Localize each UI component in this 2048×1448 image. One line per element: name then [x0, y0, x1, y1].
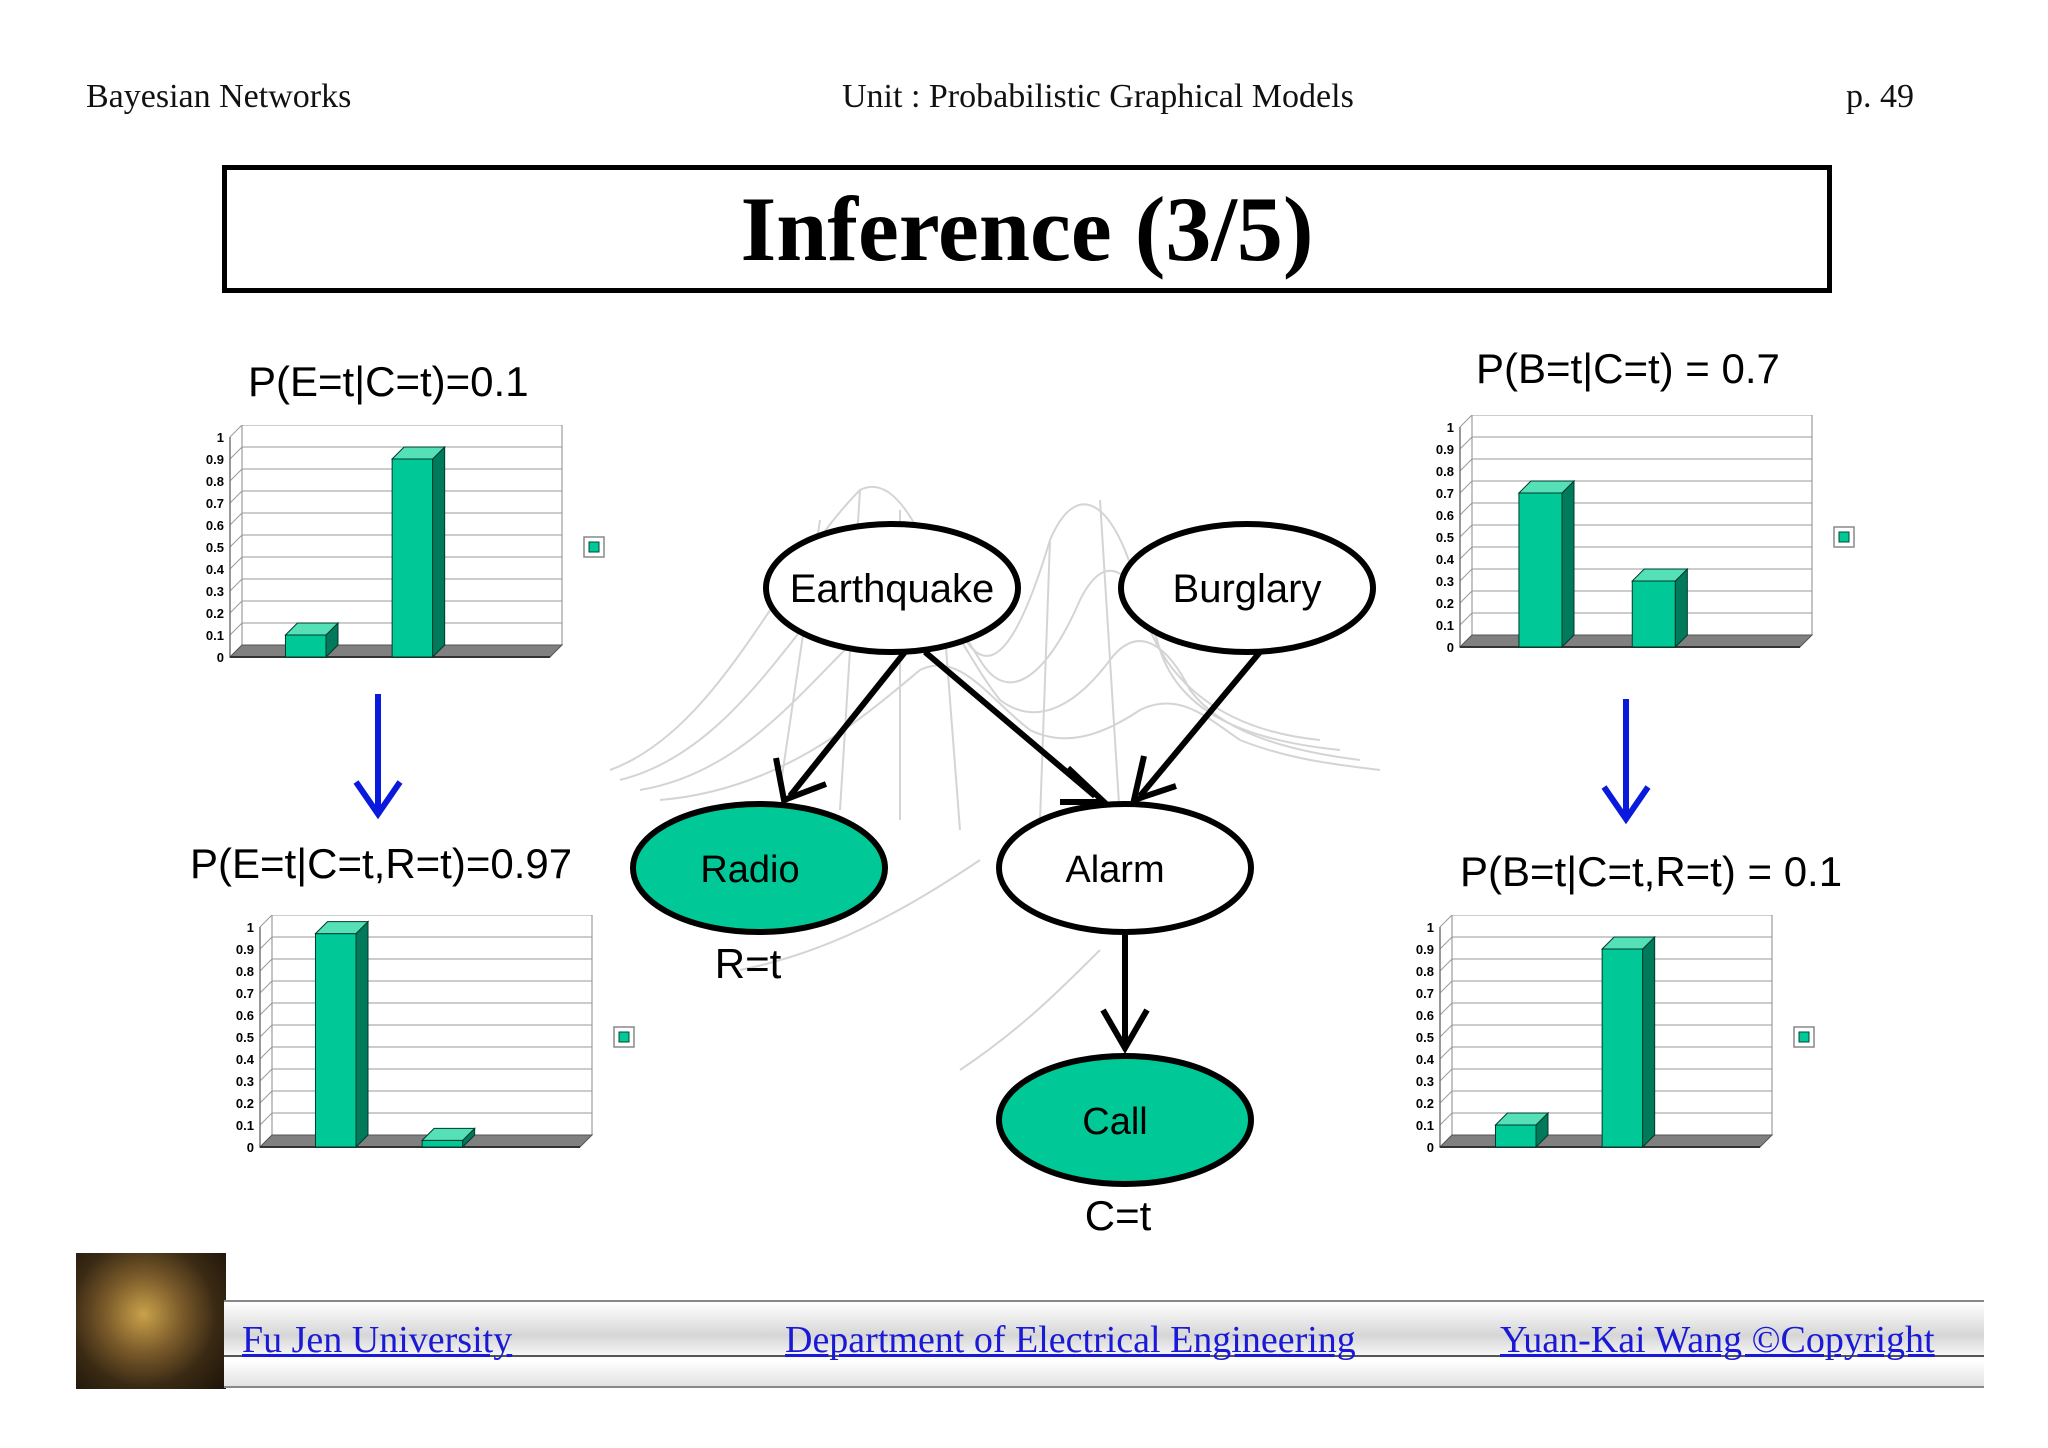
chart-tick-label: 0.5	[1416, 1030, 1434, 1045]
chart-tick-label: 0.5	[1436, 530, 1454, 545]
chart-legend-swatch	[1798, 1031, 1810, 1043]
slide-title-box: Inference (3/5)	[222, 165, 1832, 293]
chart-legend-swatch	[618, 1031, 630, 1043]
header-page: p. 49	[1846, 78, 1914, 116]
page-number: 49	[1880, 78, 1914, 115]
node-radio	[630, 801, 888, 935]
chart-tick-label: 0	[217, 650, 224, 665]
chart-tick-label: 0.6	[206, 518, 224, 533]
chart-legend-swatch	[1838, 531, 1850, 543]
update-arrow-right	[1601, 699, 1651, 825]
chart-tick-label: 0.3	[206, 584, 224, 599]
node-alarm	[996, 801, 1254, 935]
prob-b-given-cr: P(B=t|C=t,R=t) = 0.1	[1460, 848, 1843, 895]
node-alarm-label: Alarm	[1065, 849, 1164, 891]
chart-e-after: 0 0.1 0.2 0.3 0.4 0.5 0.6 0.7 0.8 0.9 1	[236, 915, 635, 1155]
chart-tick-label: 1	[217, 430, 224, 445]
chart-tick-label: 0.5	[236, 1030, 254, 1045]
chart-tick-label: 0.6	[1436, 508, 1454, 523]
chart-b-after: 0 0.1 0.2 0.3 0.4 0.5 0.6 0.7 0.8 0.9 1	[1416, 915, 1815, 1155]
edge-earthquake-alarm	[923, 649, 1097, 799]
background-surface	[609, 486, 1381, 1071]
chart-tick-label: 0.9	[206, 452, 224, 467]
chart-bar	[390, 445, 446, 659]
chart-tick-label: 0	[247, 1140, 254, 1155]
chart-tick-label: 0.1	[206, 628, 224, 643]
chart-tick-label: 0.4	[1416, 1052, 1435, 1067]
chart-tick-label: 0.2	[236, 1096, 254, 1111]
edge-burglary-alarm	[1137, 650, 1263, 798]
chart-bar	[420, 1127, 476, 1149]
chart-tick-label: 0.9	[1436, 442, 1454, 457]
slide-title: Inference (3/5)	[740, 178, 1314, 280]
chart-tick-label: 1	[1427, 920, 1434, 935]
node-earthquake	[763, 521, 1021, 655]
prob-e-given-c: P(E=t|C=t)=0.1	[248, 358, 529, 405]
chart-tick-label: 0.6	[1416, 1008, 1434, 1023]
chart-tick-label: 0.9	[236, 942, 254, 957]
chart-tick-label: 0.2	[1416, 1096, 1434, 1111]
chart-tick-label: 0.1	[1436, 618, 1454, 633]
prob-b-given-c: P(B=t|C=t) = 0.7	[1476, 345, 1780, 392]
chart-tick-label: 0.8	[1436, 464, 1454, 479]
prob-e-given-cr: P(E=t|C=t,R=t)=0.97	[190, 840, 573, 887]
footer-bar	[224, 1300, 1984, 1388]
chart-tick-label: 0.3	[1436, 574, 1454, 589]
footer-university-link[interactable]: Fu Jen University	[242, 1319, 513, 1361]
footer-department-link[interactable]: Department of Electrical Engineering	[785, 1319, 1356, 1361]
chart-tick-label: 0.1	[1416, 1118, 1434, 1133]
evidence-call: C=t	[1085, 1192, 1152, 1239]
university-logo	[76, 1253, 226, 1389]
chart-e-before: 0 0.1 0.2 0.3 0.4 0.5 0.6 0.7 0.8 0.9 1	[206, 425, 605, 665]
chart-tick-label: 0.7	[1436, 486, 1454, 501]
chart-tick-label: 0.6	[236, 1008, 254, 1023]
node-radio-label: Radio	[700, 849, 799, 891]
footer-copyright-link[interactable]: Yuan-Kai Wang ©Copyright	[1500, 1319, 1935, 1361]
chart-tick-label: 0.4	[236, 1052, 255, 1067]
node-burglary	[1118, 521, 1376, 655]
chart-b-before: 0 0.1 0.2 0.3 0.4 0.5 0.6 0.7 0.8 0.9 1	[1436, 415, 1855, 655]
chart-tick-label: 0.7	[236, 986, 254, 1001]
chart-tick-label: 0.7	[206, 496, 224, 511]
chart-tick-label: 0.4	[1436, 552, 1455, 567]
node-earthquake-label: Earthquake	[790, 567, 995, 611]
chart-tick-label: 0	[1447, 640, 1454, 655]
node-burglary-label: Burglary	[1173, 567, 1322, 611]
chart-tick-label: 0.4	[206, 562, 225, 577]
chart-tick-label: 0.2	[206, 606, 224, 621]
node-call-label: Call	[1082, 1101, 1147, 1143]
chart-tick-label: 0.9	[1416, 942, 1434, 957]
chart-tick-label: 0.2	[1436, 596, 1454, 611]
header-unit: Unit : Probabilistic Graphical Models	[842, 78, 1354, 115]
update-arrow-left	[353, 694, 403, 820]
chart-bar	[284, 621, 340, 659]
chart-tick-label: 0.8	[236, 964, 254, 979]
chart-tick-label: 0	[1427, 1140, 1434, 1155]
chart-legend-swatch	[588, 541, 600, 553]
chart-tick-label: 0.8	[1416, 964, 1434, 979]
node-call	[996, 1053, 1254, 1187]
chart-bar	[314, 920, 370, 1149]
bayes-network: Earthquake Burglary Radio Alarm Call R=t…	[609, 486, 1381, 1239]
chart-tick-label: 0.1	[236, 1118, 254, 1133]
chart-bar	[1517, 479, 1576, 649]
chart-tick-label: 0.5	[206, 540, 224, 555]
chart-bar	[1600, 935, 1656, 1149]
chart-tick-label: 1	[1447, 420, 1454, 435]
header-course: Bayesian Networks	[86, 78, 352, 115]
chart-bar	[1631, 567, 1689, 649]
chart-tick-label: 0.7	[1416, 986, 1434, 1001]
edge-earthquake-radio	[787, 650, 908, 798]
footer-divider	[224, 1355, 1984, 1357]
chart-tick-label: 0.3	[236, 1074, 254, 1089]
chart-tick-label: 0.8	[206, 474, 224, 489]
page-label: p.	[1846, 78, 1872, 115]
evidence-radio: R=t	[715, 940, 782, 987]
chart-bar	[1494, 1111, 1550, 1149]
chart-tick-label: 1	[247, 920, 254, 935]
chart-tick-label: 0.3	[1416, 1074, 1434, 1089]
